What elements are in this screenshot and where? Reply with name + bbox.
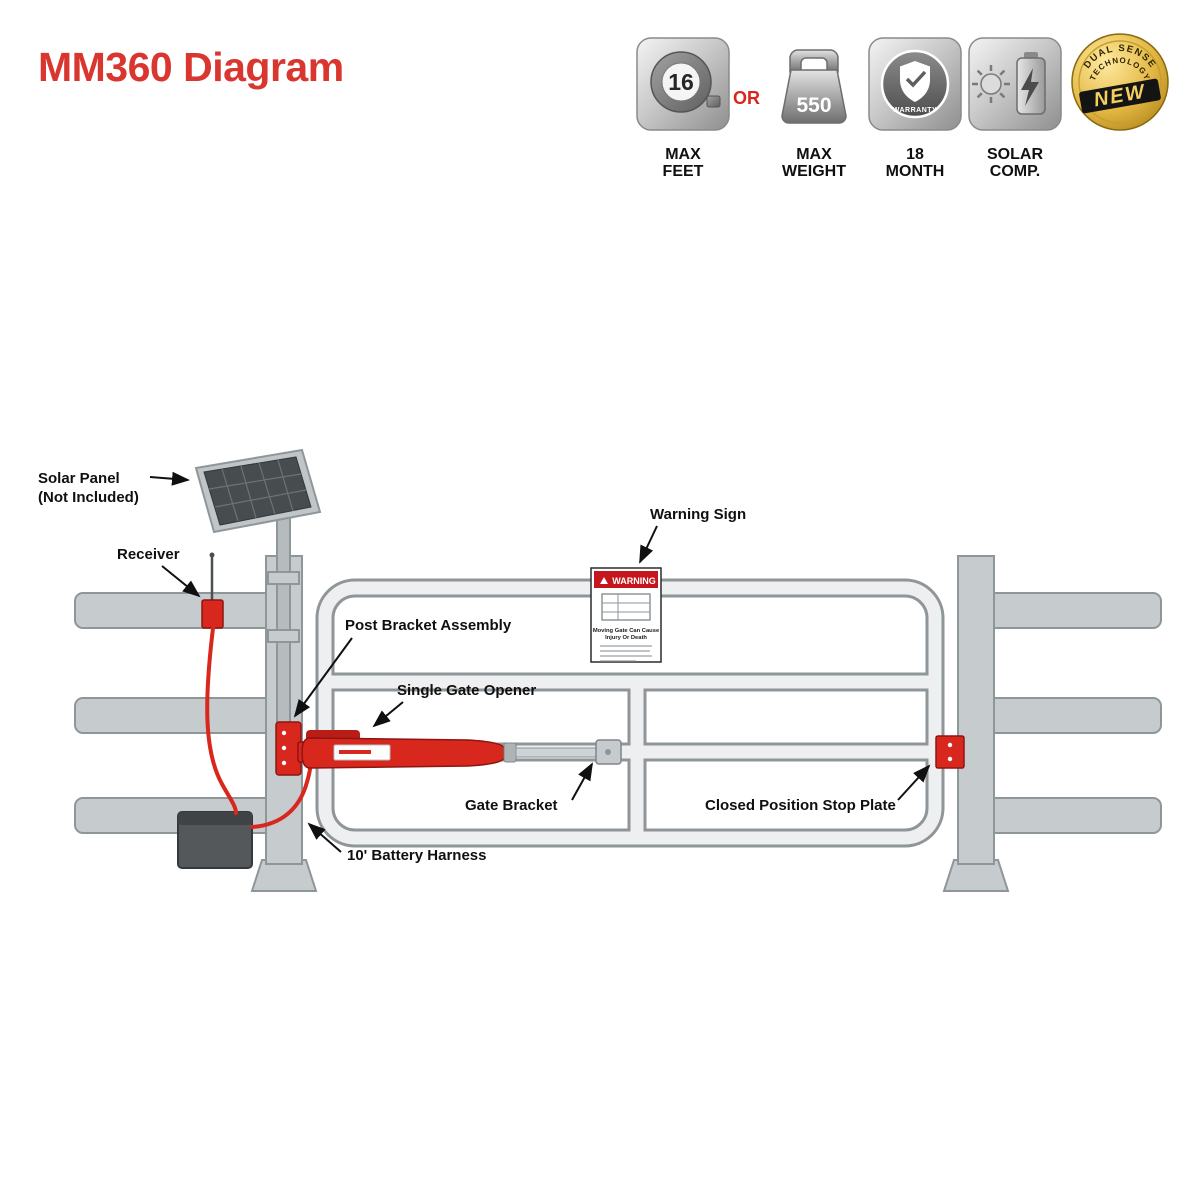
label-receiver: Receiver [117,546,180,563]
warranty-label: 18 MONTH [867,146,963,181]
arrow-stop-plate [897,764,931,801]
max-weight-label: MAX WEIGHT [766,146,862,181]
arrow-battery-harness [307,822,342,853]
max-feet-value: 16 [668,69,694,95]
label-solar-panel: Solar Panel [38,470,120,487]
lightning-bolt-icon [1021,68,1039,106]
warranty-shield-icon: WARRANTY [868,37,962,131]
receiver [201,552,224,629]
solar-comp-label: SOLAR COMP. [967,146,1063,181]
arrow-receiver [161,565,201,598]
max-feet-label: MAX FEET [635,146,731,181]
solar-comp-label-line2: COMP. [989,163,1041,181]
warning-sign: WARNING Moving Gate Can Cause Injury Or … [590,567,662,663]
solar-battery-icon [968,37,1062,131]
warranty-label-line2: MONTH [885,163,945,181]
arrow-solar-panel [149,471,190,486]
new-seal-icon: DUAL SENSE TECHNOLOGY NEW [1071,33,1169,131]
badge-max-weight: 550 MAX WEIGHT [766,36,862,181]
badge-new-seal: DUAL SENSE TECHNOLOGY NEW [1070,32,1170,137]
label-solar-panel-2: (Not Included) [38,489,139,506]
stop-plate [935,735,965,769]
arrow-warning-sign [639,525,658,564]
arrow-gate-bracket [571,762,593,801]
warning-sign-header: WARNING [612,576,656,586]
or-label: OR [733,88,760,108]
max-weight-value: 550 [796,94,831,117]
battery-box [177,811,253,869]
warning-sign-body: Injury Or Death [605,635,647,641]
max-weight-label-line1: MAX [796,146,832,163]
gate-bracket [595,739,622,765]
solar-panel [194,448,322,534]
badge-solar-comp: SOLAR COMP. [967,36,1063,181]
arrow-gate-opener [372,701,404,728]
warning-triangle-icon [600,577,608,584]
label-post-bracket: Post Bracket Assembly [345,617,512,634]
page-title: MM360 Diagram [38,44,344,90]
opener-rod [515,747,601,758]
label-battery-harness: 10' Battery Harness [347,847,486,864]
warning-sign-body: Moving Gate Can Cause [593,628,660,634]
arrow-post-bracket [293,637,353,718]
label-gate-opener: Single Gate Opener [397,682,536,699]
warranty-label-line1: 18 [906,146,924,163]
label-stop-plate: Closed Position Stop Plate [705,797,896,814]
label-warning-sign: Warning Sign [650,506,746,523]
label-gate-bracket: Gate Bracket [465,797,558,814]
sun-icon [972,65,1010,103]
weight-icon: 550 [781,49,847,124]
diagram-callouts: Solar Panel (Not Included) Receiver Warn… [38,470,931,864]
single-gate-opener [301,730,601,769]
badge-warranty: WARRANTY 18 MONTH [867,36,963,181]
max-feet-label-line1: MAX [665,146,701,163]
warranty-value: WARRANTY [893,107,937,114]
max-weight-label-line2: WEIGHT [782,163,846,181]
max-feet-label-line2: FEET [662,163,704,181]
badge-max-feet: 16 MAX FEET [635,36,731,181]
solar-comp-label-line1: SOLAR [987,146,1043,163]
tape-measure-icon: 16 [636,37,730,131]
